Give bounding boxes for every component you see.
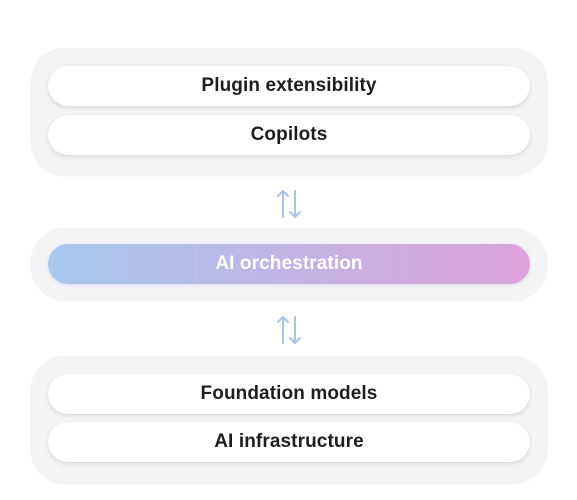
ai-infrastructure-label: AI infrastructure bbox=[214, 431, 364, 452]
ai-orchestration-pill: AI orchestration bbox=[48, 244, 530, 284]
up-down-arrows-icon bbox=[277, 316, 301, 344]
plugin-extensibility-pill: Plugin extensibility bbox=[48, 66, 530, 106]
middle-layer-group: AI orchestration bbox=[31, 228, 547, 300]
copilots-label: Copilots bbox=[250, 124, 328, 145]
ai-orchestration-label: AI orchestration bbox=[215, 253, 363, 274]
bottom-layer-group: Foundation models AI infrastructure bbox=[31, 356, 547, 483]
top-layer-group: Plugin extensibility Copilots bbox=[31, 48, 547, 175]
copilots-pill: Copilots bbox=[48, 115, 530, 155]
foundation-models-label: Foundation models bbox=[200, 383, 378, 404]
ai-infrastructure-pill: AI infrastructure bbox=[48, 422, 530, 462]
foundation-models-pill: Foundation models bbox=[48, 374, 530, 414]
up-down-arrows-icon bbox=[277, 190, 301, 218]
plugin-extensibility-label: Plugin extensibility bbox=[201, 75, 377, 96]
